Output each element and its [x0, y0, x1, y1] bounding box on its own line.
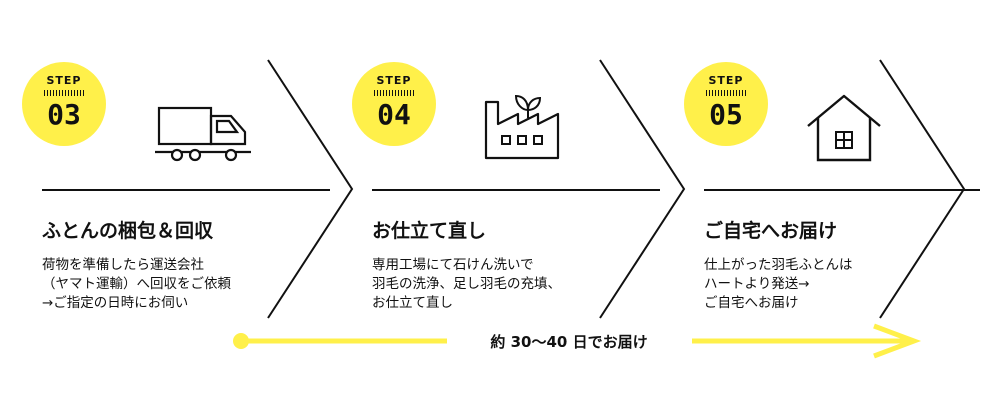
factory-icon	[484, 94, 560, 160]
step-description: 専用工場にて石けん洗いで 羽毛の洗浄、足し羽毛の充填、 お仕立て直し	[372, 256, 561, 313]
step-05: STEP 05 ご自宅へお届け 仕上がった羽毛ふとんは ハートより発送→ ご自宅…	[662, 0, 982, 410]
step-description-line: 専用工場にて石けん洗いで	[372, 257, 534, 273]
step-divider	[42, 189, 330, 191]
step-badge: STEP 03	[22, 62, 106, 146]
step-badge: STEP 04	[352, 62, 436, 146]
step-badge-label: STEP	[376, 74, 412, 87]
step-description: 仕上がった羽毛ふとんは ハートより発送→ ご自宅へお届け	[704, 256, 853, 313]
step-divider	[704, 189, 980, 191]
badge-ticks	[44, 90, 84, 96]
house-icon	[807, 94, 881, 162]
step-description-line: 羽毛の洗浄、足し羽毛の充填、	[372, 276, 561, 292]
step-description-line: 仕上がった羽毛ふとんは	[704, 257, 853, 273]
badge-ticks	[706, 90, 746, 96]
timeline-arrowhead	[873, 323, 922, 359]
step-description-line: 荷物を準備したら運送会社	[42, 257, 204, 273]
step-title: ご自宅へお届け	[704, 220, 838, 242]
badge-ticks	[374, 90, 414, 96]
step-description-line: ご自宅へお届け	[704, 295, 799, 311]
step-description-line: →ご指定の日時にお伺い	[42, 295, 189, 311]
step-title: お仕立て直し	[372, 220, 487, 242]
step-number: 03	[47, 98, 81, 131]
timeline-label: 約 30〜40 日でお届け	[490, 333, 648, 351]
step-badge-label: STEP	[46, 74, 82, 87]
truck-icon	[155, 106, 251, 162]
step-03: STEP 03 ふとんの梱包＆回収 荷物を準備したら運送会社 （ヤマト運輸）へ回…	[0, 0, 330, 410]
step-04: STEP 04 お仕立て直し 専用工場にて石けん洗いで 羽毛の洗浄、足し羽毛の充…	[330, 0, 660, 410]
step-description-line: ハートより発送→	[704, 276, 810, 292]
step-number: 05	[709, 98, 743, 131]
step-description-line: （ヤマト運輸）へ回収をご依頼	[42, 276, 231, 292]
step-badge-label: STEP	[708, 74, 744, 87]
step-description: 荷物を準備したら運送会社 （ヤマト運輸）へ回収をご依頼 →ご指定の日時にお伺い	[42, 256, 231, 313]
step-title: ふとんの梱包＆回収	[42, 220, 214, 242]
step-description-line: お仕立て直し	[372, 295, 453, 311]
step-badge: STEP 05	[684, 62, 768, 146]
chevron-step-03	[267, 59, 354, 319]
step-divider	[372, 189, 660, 191]
chevron-step-04	[599, 59, 686, 319]
step-number: 04	[377, 98, 411, 131]
